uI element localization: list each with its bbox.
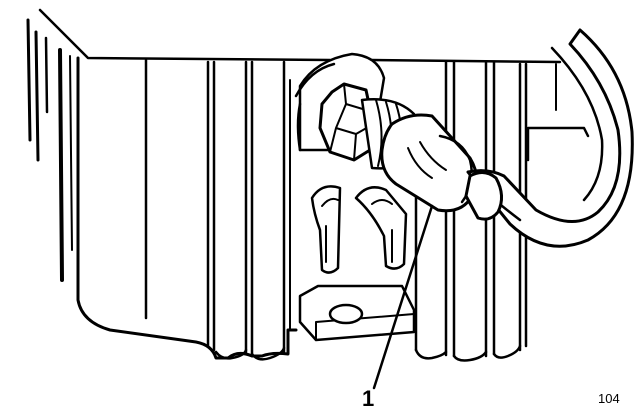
hex-nut-facets <box>329 83 371 161</box>
cooling-fins-left <box>144 58 291 356</box>
fin-bottoms <box>214 344 522 362</box>
left-edge-lines <box>26 18 73 282</box>
hose-outer <box>466 28 634 248</box>
cover-top-edge <box>38 8 332 62</box>
tube-upper <box>294 62 336 152</box>
sensor-boot <box>380 113 478 213</box>
right-bracket <box>526 126 590 162</box>
tube-clip-left <box>310 185 342 274</box>
tube-clip-right <box>354 186 408 270</box>
callout-leader <box>372 204 434 390</box>
housing-outline <box>76 56 298 360</box>
callout-number: 1 <box>362 386 375 411</box>
figure-id: 104 <box>598 391 620 406</box>
bracket-hole <box>328 303 364 325</box>
hose-end <box>464 171 503 221</box>
cover-top-edge-right <box>370 58 562 64</box>
sensor-boot-highlight <box>407 141 447 179</box>
